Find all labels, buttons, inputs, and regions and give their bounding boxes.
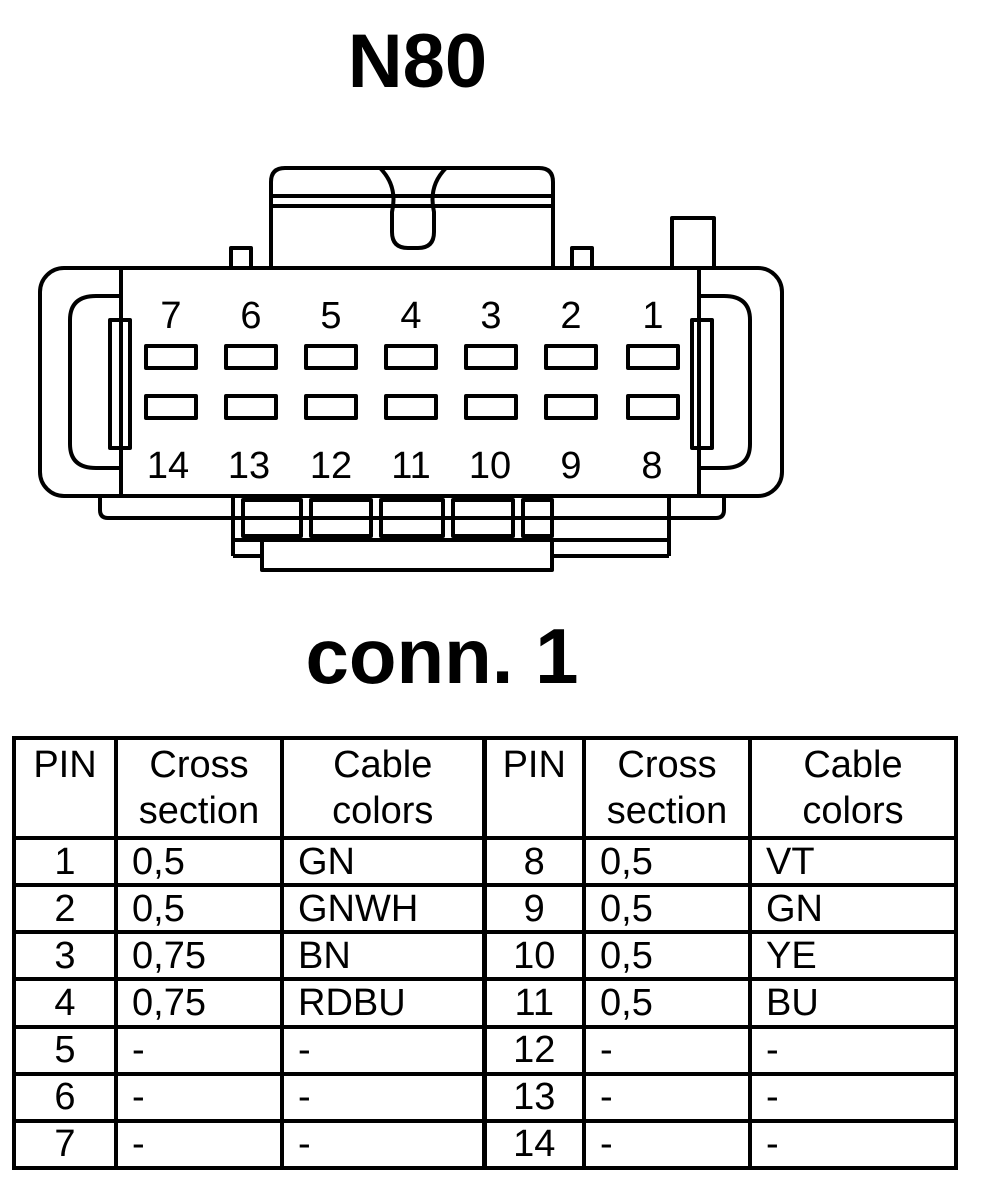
pin-number: 9 [481,883,586,935]
pin-slots-top [144,344,680,370]
pin-number: 3 [12,930,118,982]
header-pin-text: PIN [33,744,97,786]
table-row: 4 0,75 RDBU 11 0,5 BU [12,977,958,1029]
cross-section: 0,5 [582,930,752,982]
table-row: 3 0,75 BN 10 0,5 YE [12,930,958,982]
top-tab-right [570,246,594,270]
header-cross-line2: section [606,790,728,832]
pin-label-bottom: 13 [228,445,270,487]
pin-number: 2 [12,883,118,935]
pin-label-top: 7 [160,295,181,337]
cable-color: - [280,1071,486,1123]
pin-label-bottom: 11 [391,445,430,487]
cross-section: - [582,1071,752,1123]
table-row: 6 - - 13 - - [12,1071,958,1123]
cross-section: - [114,1024,284,1076]
table-row: 1 0,5 GN 8 0,5 VT [12,835,958,888]
pin-label-bottom: 10 [469,445,511,487]
header-pin-text: PIN [502,744,566,786]
connector-label: conn. 1 [305,612,579,700]
pin-number: 11 [481,977,586,1029]
cable-color: GN [280,835,486,888]
table-row: 2 0,5 GNWH 9 0,5 GN [12,883,958,935]
table-header-row: PIN Cross section Cable colors PIN Cross… [12,736,958,840]
header-cable-colors: Cable colors [280,736,486,840]
cross-section: - [114,1071,284,1123]
cross-section: 0,75 [114,930,284,982]
cable-color: YE [748,930,958,982]
right-post [670,216,716,270]
pin-number: 4 [12,977,118,1029]
cable-color: GN [748,883,958,935]
pin-label-bottom: 14 [147,445,189,487]
left-lock-bar [108,318,132,450]
cable-color: BU [748,977,958,1029]
pin-label-top: 2 [560,295,581,337]
cable-color: - [748,1071,958,1123]
connector-diagram: 7 6 5 4 3 2 1 14 13 12 11 10 9 8 [38,166,784,572]
pin-label-bottom: 9 [560,445,581,487]
cable-color: - [748,1118,958,1171]
pin-number: 13 [481,1071,586,1123]
cross-section: - [582,1024,752,1076]
header-cable-line1: Cable [803,744,903,786]
header-cable-line1: Cable [333,744,433,786]
cross-section: 0,5 [582,835,752,888]
cross-section: - [582,1118,752,1171]
cable-color: BN [280,930,486,982]
cross-section: 0,5 [582,883,752,935]
right-side-lock [699,294,752,470]
cable-color: VT [748,835,958,888]
pin-table: PIN Cross section Cable colors PIN Cross… [12,736,958,1171]
left-side-lock [68,294,121,470]
cable-color: RDBU [280,977,486,1029]
header-cable-line2: colors [332,790,434,832]
pin-number: 8 [481,835,586,888]
pin-slots-bottom [144,394,680,420]
pin-number: 14 [481,1118,586,1171]
bottom-base [260,538,554,572]
pin-label-top: 6 [240,295,261,337]
header-cross-line2: section [138,790,260,832]
cross-section: - [114,1118,284,1171]
bottom-skirt [98,496,726,520]
pin-label-bottom: 12 [310,445,352,487]
header-cable-line2: colors [802,790,904,832]
header-pin: PIN [481,736,586,840]
pin-label-top: 5 [320,295,341,337]
header-pin: PIN [12,736,118,840]
top-latch [269,166,555,268]
cross-section: 0,5 [114,883,284,935]
header-cross-section: Cross section [582,736,752,840]
pin-label-top: 1 [642,295,663,337]
cable-color: - [280,1024,486,1076]
pin-number: 5 [12,1024,118,1076]
cross-section: 0,5 [114,835,284,888]
pin-label-bottom: 8 [641,445,662,487]
cable-color: GNWH [280,883,486,935]
page-title: N80 [347,19,488,104]
cable-color: - [280,1118,486,1171]
table-row: 7 - - 14 - - [12,1118,958,1171]
cable-color: - [748,1024,958,1076]
header-cross-line1: Cross [617,744,717,786]
pin-number: 6 [12,1071,118,1123]
cross-section: 0,75 [114,977,284,1029]
pin-number: 12 [481,1024,586,1076]
latch-tab [378,166,448,250]
pin-number: 7 [12,1118,118,1171]
header-cable-colors: Cable colors [748,736,958,840]
header-cross-section: Cross section [114,736,284,840]
pin-label-top: 4 [400,295,421,337]
pin-number: 10 [481,930,586,982]
right-lock-bar [690,318,714,450]
pin-label-top: 3 [480,295,501,337]
header-cross-line1: Cross [149,744,249,786]
cross-section: 0,5 [582,977,752,1029]
table-row: 5 - - 12 - - [12,1024,958,1076]
pin-number: 1 [12,835,118,888]
top-tab-left [229,246,253,270]
